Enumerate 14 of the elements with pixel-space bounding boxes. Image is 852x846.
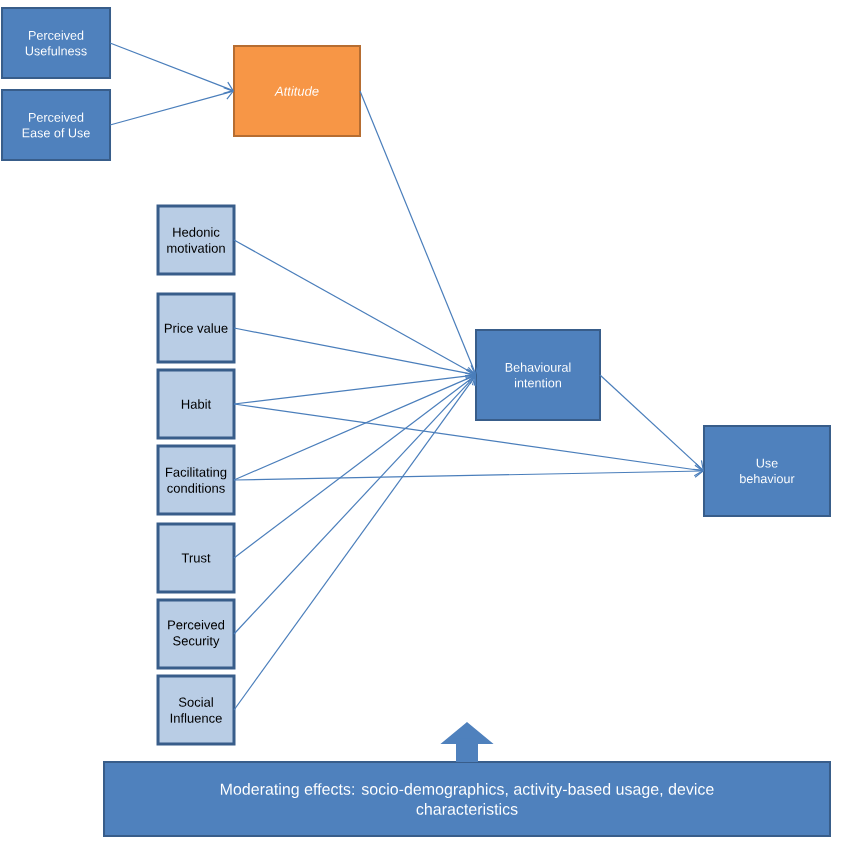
arrow xyxy=(359,90,479,375)
arrow xyxy=(599,374,704,471)
arrow xyxy=(233,372,476,481)
arrow xyxy=(109,42,234,94)
moderator-banner: Moderating effects: socio-demographics, activity-based usage, device characteristics xyxy=(103,761,831,837)
arrow xyxy=(233,375,476,635)
arrow xyxy=(233,464,704,481)
arrow xyxy=(109,87,234,126)
arrow xyxy=(233,327,476,380)
arrow xyxy=(233,375,476,559)
arrow xyxy=(233,369,476,405)
arrow xyxy=(233,403,704,477)
arrow xyxy=(233,239,476,377)
arrow xyxy=(233,375,477,711)
